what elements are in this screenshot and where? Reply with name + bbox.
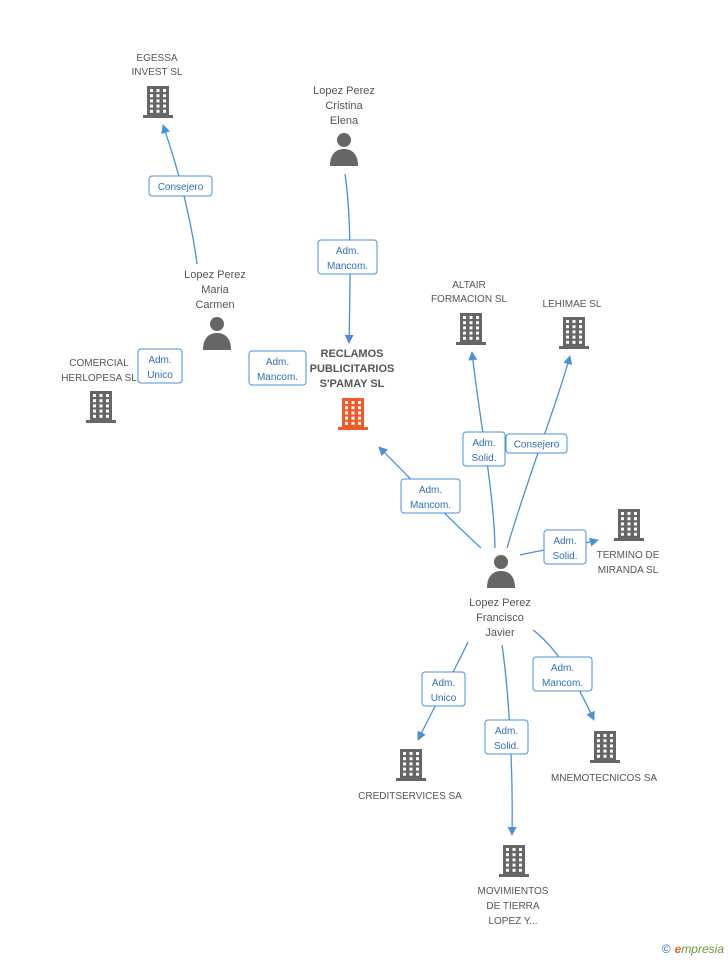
company-node-movimientos[interactable]: MOVIMIENTOS DE TIERRA LOPEZ Y... (478, 845, 549, 927)
node-label: ALTAIR (452, 280, 486, 291)
relation-label-francisco-lehimae: Consejero (505, 433, 568, 454)
building-icon (86, 391, 116, 423)
company-node-herlopesa[interactable]: COMERCIAL HERLOPESA SL (61, 358, 137, 423)
building-icon (143, 86, 173, 118)
company-node-termino[interactable]: TERMINO DE MIRANDA SL (597, 509, 660, 576)
relation-label-text: Solid. (494, 741, 519, 752)
relation-label-text: Adm. (148, 355, 171, 366)
node-label: Carmen (195, 299, 234, 311)
relation-label-text: Unico (431, 693, 457, 704)
person-icon (203, 317, 231, 350)
person-node-francisco[interactable]: Lopez Perez Francisco Javier (469, 555, 531, 639)
company-node-mnemotecnicos[interactable]: MNEMOTECNICOS SA (551, 731, 657, 784)
node-label: MOVIMIENTOS (478, 886, 549, 897)
node-label: FORMACION SL (431, 294, 508, 305)
relation-label-text: Adm. (551, 663, 574, 674)
building-icon (338, 398, 368, 430)
relation-label-francisco-altair: Adm. Solid. (462, 431, 506, 467)
relation-label-maria-herlopesa: Adm. Unico (137, 348, 183, 384)
person-icon (487, 555, 515, 588)
relation-label-maria-egessa: Consejero (148, 175, 213, 197)
node-label: S'PAMAY SL (320, 378, 385, 390)
node-label: COMERCIAL (69, 358, 129, 369)
company-node-altair[interactable]: ALTAIR FORMACION SL (431, 280, 508, 345)
node-label: Lopez Perez (469, 597, 531, 609)
brand-logo-initial: e (674, 942, 682, 956)
building-icon (590, 731, 620, 763)
node-label: Javier (485, 627, 515, 639)
building-icon (614, 509, 644, 541)
company-node-creditservices[interactable]: CREDITSERVICES SA (358, 749, 462, 802)
relation-label-text: Unico (147, 370, 173, 381)
relation-label-text: Adm. (432, 678, 455, 689)
node-label: MIRANDA SL (598, 565, 659, 576)
relation-label-francisco-creditservices: Adm. Unico (421, 671, 466, 707)
relation-label-text: Mancom. (410, 500, 451, 511)
node-label: EGESSA (136, 53, 177, 64)
relation-label-text: Adm. (419, 485, 442, 496)
relation-label-text: Mancom. (542, 678, 583, 689)
company-node-reclamos[interactable]: RECLAMOS PUBLICITARIOS S'PAMAY SL (310, 348, 395, 430)
relation-label-text: Adm. (336, 246, 359, 257)
building-icon (559, 317, 589, 349)
relation-label-maria-reclamos: Adm. Mancom. (248, 350, 307, 386)
relation-label-text: Adm. (472, 438, 495, 449)
company-node-lehimae[interactable]: LEHIMAE SL (543, 299, 602, 349)
node-label: Cristina (325, 100, 363, 112)
node-label: INVEST SL (132, 67, 183, 78)
node-label: PUBLICITARIOS (310, 363, 395, 375)
building-icon (456, 313, 486, 345)
node-label: DE TIERRA (486, 901, 539, 912)
company-node-egessa[interactable]: EGESSA INVEST SL (132, 53, 183, 118)
node-label: CREDITSERVICES SA (358, 791, 462, 802)
node-label: HERLOPESA SL (61, 373, 137, 384)
person-node-cristina[interactable]: Lopez Perez Cristina Elena (313, 85, 375, 166)
node-label: Elena (330, 115, 359, 127)
person-node-maria[interactable]: Lopez Perez Maria Carmen (184, 269, 246, 350)
building-icon (499, 845, 529, 877)
relation-label-francisco-termino: Adm. Solid. (543, 529, 587, 565)
relation-label-text: Solid. (552, 551, 577, 562)
node-label: LEHIMAE SL (543, 299, 602, 310)
relation-label-text: Mancom. (257, 372, 298, 383)
relation-label-francisco-movimientos: Adm. Solid. (484, 719, 529, 755)
edges (161, 124, 599, 836)
copyright-icon: © (661, 942, 671, 956)
node-label: TERMINO DE (597, 550, 660, 561)
node-label: Maria (201, 284, 229, 296)
node-label: LOPEZ Y... (488, 916, 537, 927)
relation-label-text: Consejero (158, 182, 204, 193)
node-label: RECLAMOS (321, 348, 384, 360)
building-icon (396, 749, 426, 781)
node-label: Francisco (476, 612, 524, 624)
relation-label-text: Consejero (514, 440, 560, 451)
relation-label-text: Adm. (495, 726, 518, 737)
brand-logo-text: mpresia (681, 942, 724, 956)
relation-label-francisco-mnemotecnicos: Adm. Mancom. (532, 656, 593, 692)
person-icon (330, 133, 358, 166)
relation-label-text: Mancom. (327, 261, 368, 272)
brand-footer: ©empresia (662, 942, 724, 956)
relation-label-francisco-reclamos: Adm. Mancom. (400, 478, 461, 514)
relation-label-text: Solid. (471, 453, 496, 464)
node-label: MNEMOTECNICOS SA (551, 773, 657, 784)
node-label: Lopez Perez (184, 269, 246, 281)
relation-label-text: Adm. (553, 536, 576, 547)
relation-label-cristina-reclamos: Adm. Mancom. (317, 239, 378, 275)
relation-label-text: Adm. (266, 357, 289, 368)
node-label: Lopez Perez (313, 85, 375, 97)
